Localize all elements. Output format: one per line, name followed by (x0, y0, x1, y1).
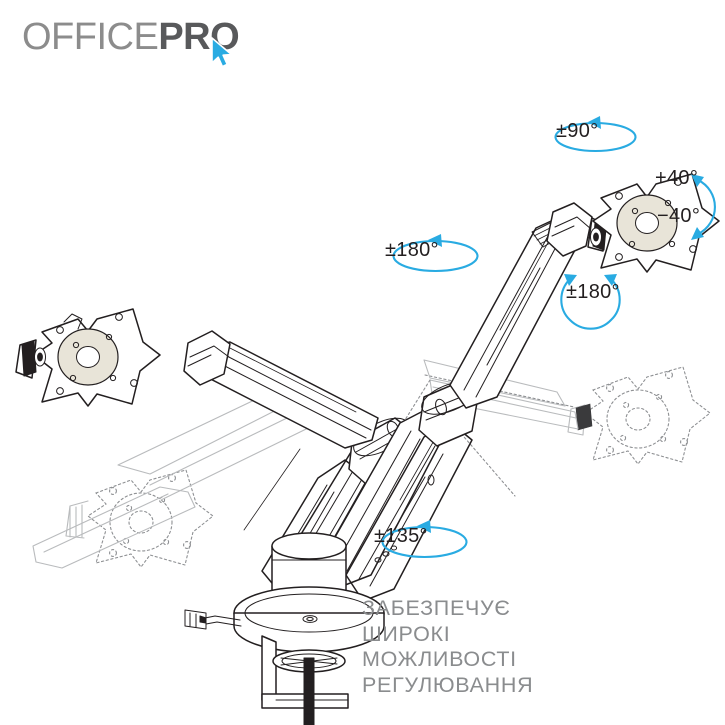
tagline-line-1: ЗАБЕЗПЕЧУЄ (362, 596, 511, 620)
annotation-label-minus40: −40° (657, 205, 700, 227)
tagline: ЗАБЕЗПЕЧУЄ ШИРОКІ МОЖЛИВОСТІ РЕГУЛЮВАННЯ (362, 596, 692, 698)
annotation-base-rotation: ±135° (374, 520, 468, 559)
desk-clamp-base (184, 532, 385, 725)
vesa-plate-left (33, 308, 161, 407)
vesa-plate-right (592, 173, 720, 273)
annotation-label-180-pivot: ±180° (566, 281, 620, 303)
tilt-knuckle-left (15, 339, 46, 379)
cursor-arrow-icon (211, 37, 233, 68)
brand-logo-text: OFFICEPRO (22, 12, 252, 62)
annotation-label-135: ±135° (374, 525, 428, 547)
tagline-line-4: РЕГУЛЮВАННЯ (362, 672, 534, 697)
product-illustration: ±90° ±180° +40° −40° ±180° ±135° (0, 60, 725, 725)
annotation-label-90: ±90° (556, 120, 598, 142)
tagline-line-3: МОЖЛИВОСТІ (362, 647, 517, 671)
brand-name-light: OFFICE (22, 16, 159, 58)
annotation-screen-pivot: ±180° (560, 274, 621, 330)
brand-logo: OFFICEPRO (22, 12, 252, 68)
annotation-screen-tilt: +40° −40° (655, 167, 716, 240)
annotation-label-180-arm: ±180° (385, 239, 439, 261)
annotation-upper-arm-rotation: ±180° (385, 234, 479, 273)
right-arm-assembly (321, 173, 720, 602)
tagline-line-2: ШИРОКІ (362, 621, 451, 646)
annotation-label-plus40: +40° (655, 167, 698, 189)
annotation-tilt-head-rotation: ±90° (554, 116, 637, 153)
